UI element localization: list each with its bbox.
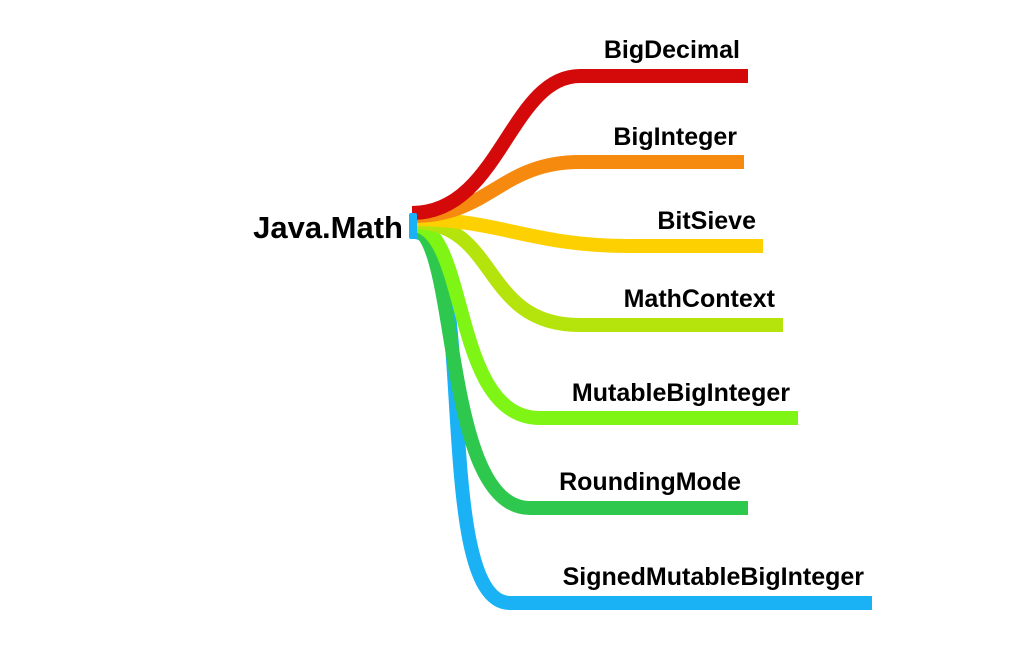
branch-label-signedmutablebiginteger[interactable]: SignedMutableBigInteger: [563, 563, 865, 591]
branch-label-biginteger[interactable]: BigInteger: [613, 123, 737, 151]
branch-connectors: [410, 69, 872, 610]
branch-label-roundingmode[interactable]: RoundingMode: [559, 468, 741, 496]
branch-label-bitsieve[interactable]: BitSieve: [657, 207, 756, 235]
branch-label-mathcontext[interactable]: MathContext: [624, 285, 776, 313]
branch-labels: BigDecimalBigIntegerBitSieveMathContextM…: [559, 36, 864, 591]
branch-connector: [411, 69, 748, 220]
branch-connector: [410, 218, 798, 425]
branch-label-bigdecimal[interactable]: BigDecimal: [604, 36, 740, 64]
branch-label-mutablebiginteger[interactable]: MutableBigInteger: [572, 379, 790, 407]
branch-connector: [411, 212, 763, 253]
branch-connector: [411, 215, 783, 332]
branch-connector: [410, 221, 748, 515]
root-node-label[interactable]: Java.Math: [253, 210, 403, 245]
root-node-marker: [409, 213, 417, 239]
